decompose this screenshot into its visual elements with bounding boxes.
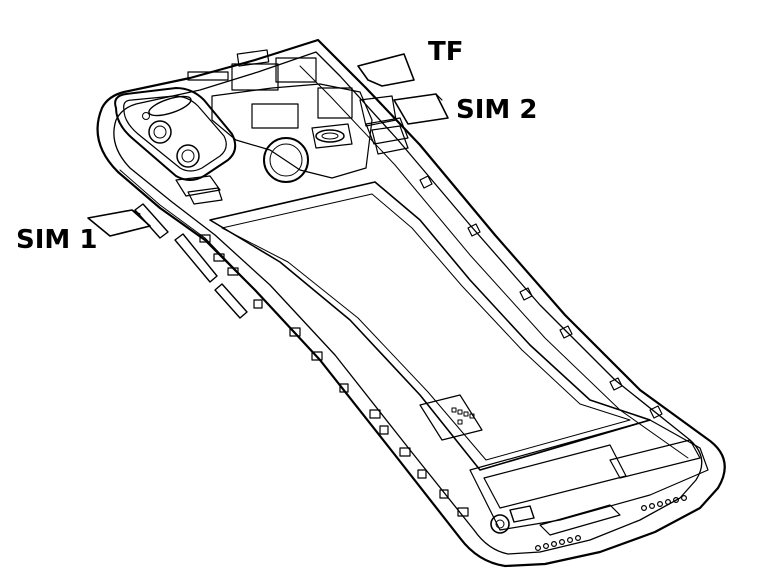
sim-card-icon	[87, 209, 151, 237]
frame-clips-right	[419, 175, 663, 419]
battery	[209, 181, 651, 471]
camera-module-icon	[114, 87, 237, 205]
card-slots	[311, 117, 409, 149]
fingerprint-sensor-icon	[263, 129, 345, 183]
speaker-grille	[534, 495, 687, 551]
top-bracket	[187, 49, 409, 179]
sim2-label: SIM 2	[456, 95, 537, 125]
tf-card-icon	[357, 53, 415, 87]
sim2-card-icon	[393, 93, 449, 125]
frame-clips	[199, 234, 469, 517]
sim1-label: SIM 1	[16, 225, 97, 255]
side-buttons	[134, 203, 248, 319]
phone-body-outline	[96, 38, 726, 568]
bottom-board	[469, 419, 709, 536]
tf-label: TF	[428, 37, 464, 67]
